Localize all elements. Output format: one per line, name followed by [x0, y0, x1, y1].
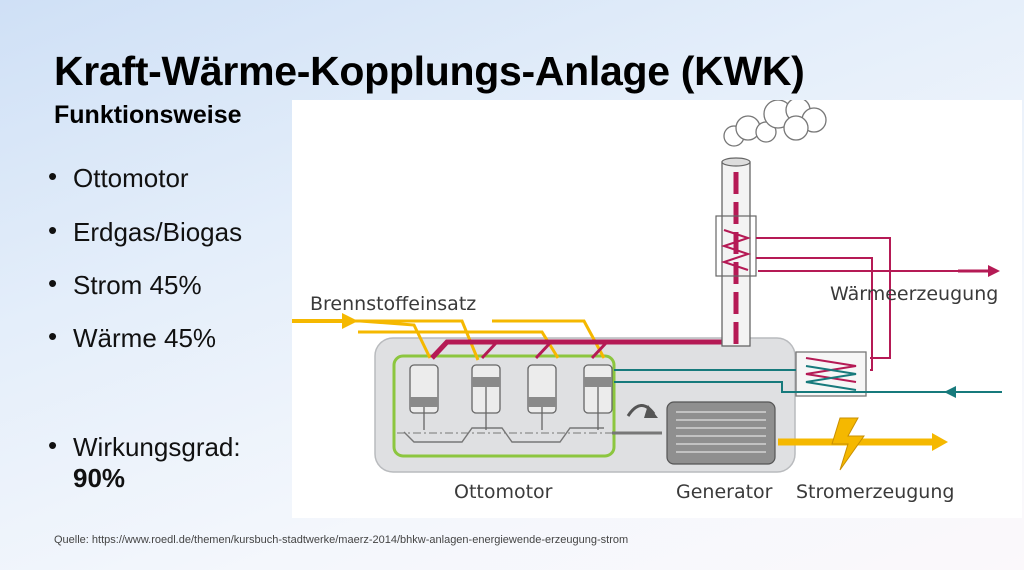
- heat-arrow-icon: [988, 265, 1000, 277]
- source-citation: Quelle: https://www.roedl.de/themen/kurs…: [54, 534, 629, 546]
- exhaust-lines: [430, 339, 742, 360]
- generator-label: Generator: [676, 481, 773, 503]
- fuel-label: Brennstoffeinsatz: [310, 293, 476, 315]
- cylinder: [409, 364, 439, 430]
- slide-subtitle: Funktionsweise: [54, 101, 242, 129]
- engine-label: Ottomotor: [454, 481, 553, 503]
- generator: [626, 401, 776, 465]
- slide-title: Kraft-Wärme-Kopplungs-Anlage (KWK): [54, 48, 805, 94]
- bullet-dot-icon: •: [48, 161, 58, 191]
- bullet-dot-icon: •: [48, 268, 58, 298]
- heat-label: Wärmeerzeugung: [830, 283, 998, 305]
- bullet-dot-icon: •: [48, 430, 58, 460]
- kwk-diagram: Brennstoffeinsatz Wärmeerzeugung Ottomot…: [292, 100, 1022, 518]
- cylinder: [583, 364, 613, 430]
- cylinder: [527, 364, 557, 430]
- return-lines: [614, 369, 1002, 393]
- bullet-dot-icon: •: [48, 215, 58, 245]
- fuel-lines: [292, 313, 606, 361]
- chimney: [715, 157, 757, 347]
- power-arrow-icon: [932, 433, 948, 451]
- cylinder: [471, 364, 501, 430]
- crankshaft: [403, 427, 604, 443]
- lightning-icon: [831, 417, 865, 471]
- kwk-diagram-svg: Brennstoffeinsatz Wärmeerzeugung Ottomot…: [292, 100, 1002, 503]
- return-arrow-icon: [944, 386, 956, 398]
- heat-exchanger: [795, 351, 867, 397]
- smoke-cloud-icon: [723, 100, 827, 147]
- power-label: Stromerzeugung: [796, 481, 954, 503]
- heat-lines: [756, 237, 988, 371]
- bullet-dot-icon: •: [48, 321, 58, 351]
- engine-box: [392, 354, 616, 458]
